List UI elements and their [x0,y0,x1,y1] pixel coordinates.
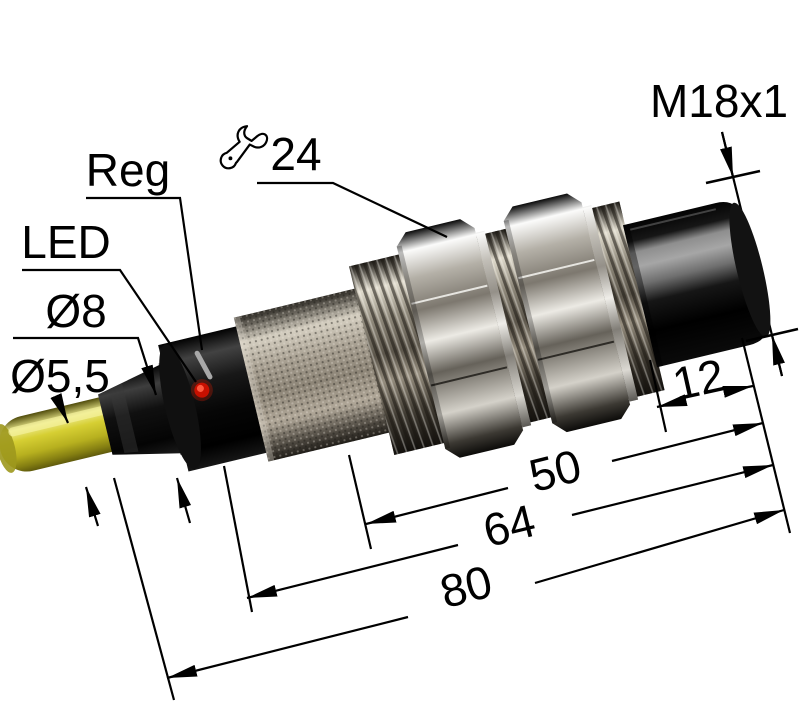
dim-80-value: 80 [435,555,498,618]
led-leader-line [22,268,197,383]
dim-64-value: 64 [478,494,540,557]
dim-50-extension-left [347,454,373,550]
hex-nut-right [503,193,631,433]
dim-m18-tick-top [705,169,761,185]
metal-sleeve [233,287,393,462]
hex-nut-left [396,219,524,458]
rear-cap [158,325,269,472]
dim-64-extension-left [222,465,254,613]
dim-64-line-right [571,463,774,517]
dia8-lower-arrow-line [175,477,192,524]
washer-right-sheen [582,205,639,402]
dim-50-line-left [365,486,509,526]
label-led: LED [21,216,110,268]
rear-face [159,344,201,470]
washer-left-sheen [475,230,532,428]
dim-m18-arrow-top [720,131,735,178]
dim-m18-arrow-bottom [770,334,785,377]
dia8-leader-line [13,336,158,396]
dim-80-extension-left [112,477,176,701]
cable-cut-face [0,424,17,473]
dim-80-line-left [166,615,409,680]
label-dia8: Ø8 [45,285,106,337]
sensor-body [0,193,771,473]
label-wrench-24: 24 [270,128,321,180]
dim-m18-tick-bottom [745,327,799,343]
led-hotspot [196,384,204,392]
dim-50-line-right [611,421,764,463]
dim-12-arrow-left [656,394,688,409]
washer-left [475,230,532,428]
dim-12-arrow-right [722,384,754,398]
dim-12-value: 12 [668,348,729,410]
wrench-leader-line [257,181,448,238]
label-m18x1: M18x1 [650,75,788,127]
label-reg: Reg [86,144,170,196]
wrench-icon [219,125,269,170]
dimension-layer [13,131,799,701]
dim-64-line-left [246,543,459,600]
dim-50-value: 50 [524,439,586,502]
dia55-lower-arrow-line [84,486,101,527]
front-face-extension-line [740,337,792,534]
front-cap [622,202,771,368]
label-dia5-5: Ø5,5 [10,350,110,402]
dim-80-line-right [534,508,785,585]
dia55-leader-line [50,393,70,424]
label-layer: Reg LED Ø8 Ø5,5 24 M18x1 12 50 64 80 [10,75,788,618]
front-face [729,202,771,338]
reg-slot [194,350,213,380]
reg-leader-line [86,196,204,351]
washer-right [582,205,639,402]
